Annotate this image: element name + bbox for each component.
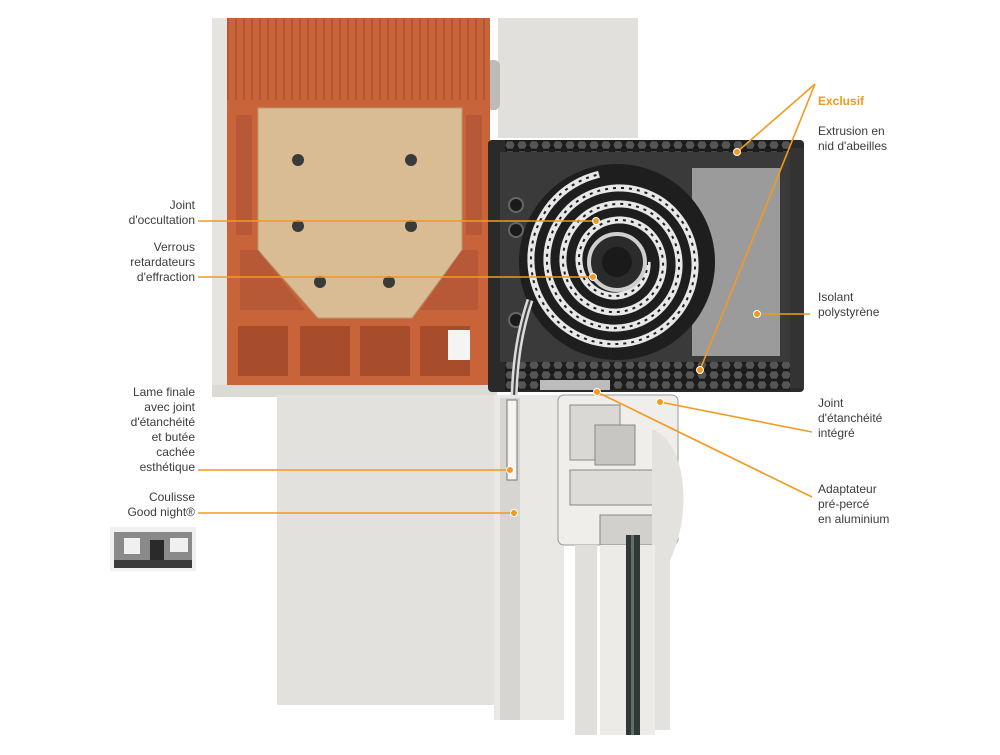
leader-adaptateur: [596, 391, 813, 498]
label-lame-finale: Lame finale avec joint d'étanchéité et b…: [130, 385, 195, 474]
leader-joint-etancheite-dot: [656, 398, 664, 406]
label-adaptateur: Adaptateur pré-percé en aluminium: [818, 482, 890, 526]
label-verrous: Verrous retardateurs d'effraction: [130, 240, 195, 284]
good-night-profile-thumbnail: [110, 527, 196, 571]
leader-joint-etancheite: [659, 401, 813, 433]
leader-exclusif-a-dot: [733, 148, 741, 156]
concrete-wall: [212, 18, 497, 705]
label-coulisse: Coulisse Good night®: [127, 490, 195, 519]
label-joint-occultation: Joint d'occultation: [128, 198, 195, 227]
shutter-box: [488, 140, 804, 401]
leader-exclusif-a: [736, 83, 816, 153]
label-isolant: Isolant polystyrène: [818, 290, 880, 319]
window-frame: [494, 380, 684, 735]
roll-slat-joints: [529, 173, 697, 346]
label-exclusif: Exclusif Extrusion en nid d'abeilles: [818, 79, 938, 154]
leader-joint-occultation-dot: [592, 217, 600, 225]
leader-coulisse-dot: [510, 509, 518, 517]
brick-lintel: [227, 18, 490, 385]
leader-exclusif-b-dot: [696, 366, 704, 374]
label-exclusif-text: Extrusion en nid d'abeilles: [818, 124, 888, 153]
leader-verrous-dot: [589, 273, 597, 281]
label-exclusif-accent: Exclusif: [818, 94, 865, 108]
label-joint-etancheite: Joint d'étanchéité intégré: [818, 396, 883, 440]
leader-adaptateur-dot: [593, 388, 601, 396]
leader-isolant-dot: [753, 310, 761, 318]
leader-lame-finale-dot: [506, 466, 514, 474]
leader-exclusif-b: [699, 83, 816, 371]
leader-lines: [198, 83, 816, 517]
concrete-upper-block: [498, 18, 638, 138]
roll-spiral: [527, 170, 699, 348]
